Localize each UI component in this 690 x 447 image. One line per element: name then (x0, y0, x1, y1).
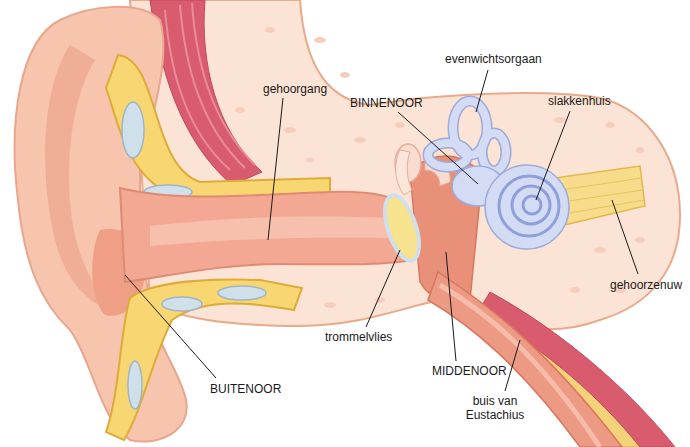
auditory-nerve (560, 178, 644, 214)
inner-ear (428, 101, 569, 249)
part-label: gehoorgang (263, 82, 327, 96)
part-label: trommelvlies (325, 330, 392, 344)
bone-tissue (354, 137, 366, 143)
bone-tissue (324, 302, 336, 308)
inner-ear (499, 176, 559, 236)
bone-tissue (284, 127, 296, 133)
cartilage (122, 102, 144, 158)
leader-line (446, 252, 456, 361)
bone-tissue (395, 122, 405, 128)
inner-ear (428, 143, 468, 167)
cartilage (106, 55, 330, 200)
inner-ear (523, 196, 541, 214)
leader-line (505, 340, 520, 391)
bone-tissue (235, 27, 645, 308)
bone-tissue (314, 37, 326, 43)
leader-line (125, 70, 638, 391)
inner-ear (485, 165, 569, 249)
part-label: buis van Eustachius (455, 394, 535, 422)
bone-tissue (605, 122, 615, 128)
inner-ear (428, 101, 506, 171)
bone-tissue (265, 27, 275, 33)
inner-ear (482, 133, 506, 171)
ear-canal (120, 188, 412, 282)
part-label: slakkenhuis (548, 94, 611, 108)
leader-line (398, 112, 478, 184)
leader-line (268, 98, 283, 240)
bone-tissue (570, 287, 580, 293)
cartilage (106, 280, 302, 440)
eustachian-tube (428, 272, 622, 447)
ear-canal (150, 216, 394, 246)
inner-ear (482, 133, 506, 171)
leader-line (476, 70, 488, 112)
middle-ear (378, 191, 426, 264)
cartilage (128, 361, 142, 409)
bone-tissue (594, 247, 606, 253)
part-label: MIDDENOOR (432, 364, 507, 378)
part-label: gehoorzenuw (610, 278, 682, 292)
part-label: BUITENOOR (210, 382, 281, 396)
bone-tissue (554, 117, 566, 123)
bone-tissue (636, 147, 644, 153)
cartilage (218, 286, 266, 300)
leader-line (536, 111, 570, 200)
cartilage (162, 297, 202, 311)
inner-ear (512, 186, 550, 224)
part-label: evenwichtsorgaan (445, 52, 542, 66)
bone-tissue (635, 237, 645, 243)
muscle (165, 3, 255, 170)
leader-line (612, 200, 638, 274)
bone-tissue (235, 107, 245, 113)
middle-ear (396, 150, 412, 195)
leader-line (125, 275, 216, 378)
eustachian-tube (428, 272, 675, 447)
bone-tissue (340, 72, 350, 78)
part-label: BINNENOOR (350, 96, 423, 110)
leader-line (366, 250, 400, 327)
bone-tissue (306, 158, 314, 163)
ear-canal (120, 188, 412, 282)
inner-ear (428, 101, 506, 171)
